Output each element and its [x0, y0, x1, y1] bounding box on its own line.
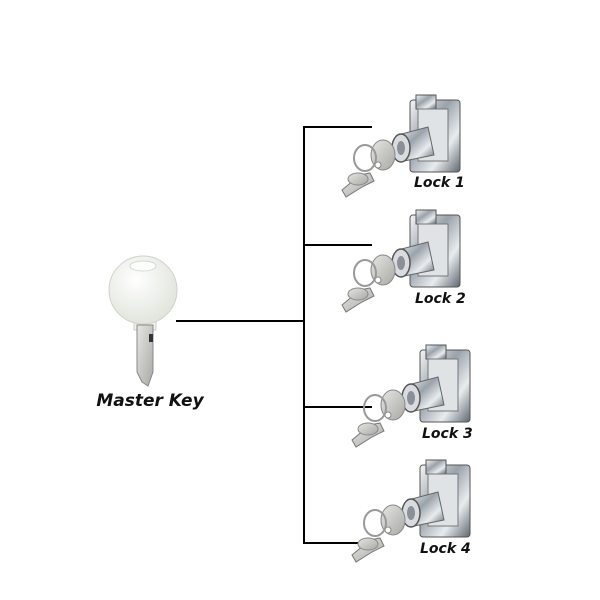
master-key-icon	[108, 255, 178, 387]
lock-2-icon	[341, 209, 461, 313]
lock-2-label: Lock 2	[415, 291, 466, 307]
locks-group: Lock 1 Lock 2 Lock 3 Lock 4	[341, 94, 473, 563]
connector-lines	[176, 126, 372, 544]
lock-1-icon	[341, 94, 461, 198]
master-key-label: Master Key	[96, 391, 204, 411]
lock-1-label: Lock 1	[414, 175, 465, 191]
lock-3-icon	[351, 344, 471, 448]
lock-4-icon	[351, 459, 471, 563]
lock-3-label: Lock 3	[422, 426, 473, 442]
lock-4-label: Lock 4	[420, 541, 471, 557]
